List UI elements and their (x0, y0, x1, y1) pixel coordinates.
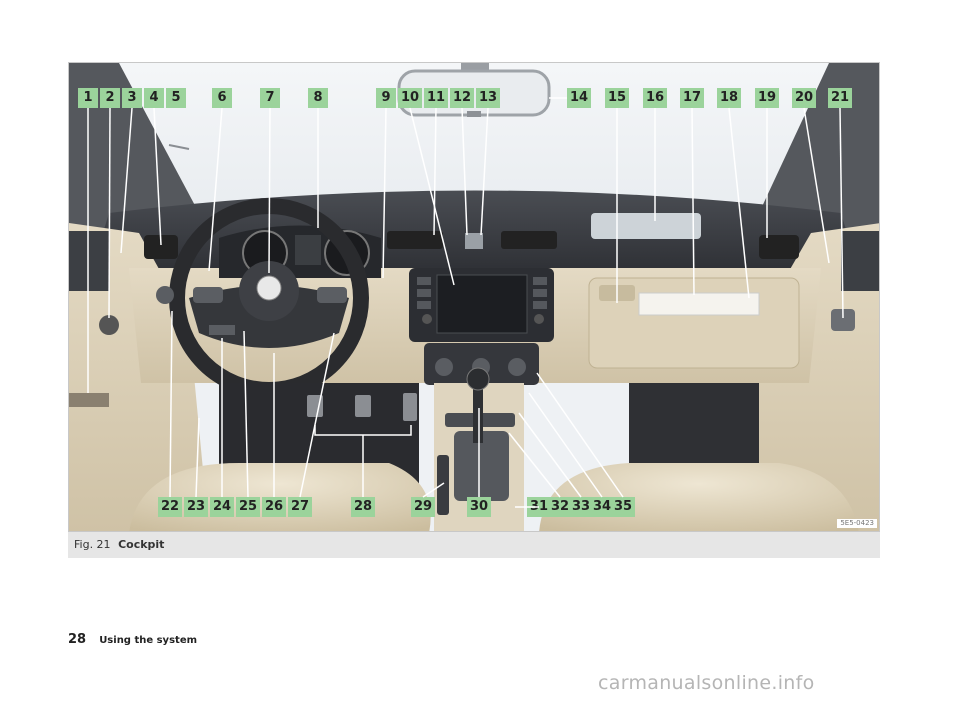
callout-27: 27 (288, 497, 312, 517)
accelerator-pedal (403, 393, 417, 421)
callout-29: 29 (411, 497, 435, 517)
callout-21: 21 (828, 88, 852, 108)
figure-title: Cockpit (118, 538, 165, 551)
callout-18: 18 (717, 88, 741, 108)
brake-pedal (355, 395, 371, 417)
center-vent-left (387, 231, 443, 249)
callout-20: 20 (792, 88, 816, 108)
page-number: 28 (68, 632, 87, 647)
callout-5: 5 (166, 88, 186, 108)
callout-8: 8 (308, 88, 328, 108)
callout-14: 14 (567, 88, 591, 108)
callout-35: 35 (611, 497, 635, 517)
callout-28: 28 (351, 497, 375, 517)
right-vent (759, 235, 799, 259)
infotainment-screen (436, 274, 528, 334)
callout-30: 30 (467, 497, 491, 517)
section-title: Using the system (99, 635, 198, 646)
leader-lines (87, 97, 844, 508)
hazard-switch (465, 233, 483, 249)
callout-2: 2 (100, 88, 120, 108)
callout-24: 24 (210, 497, 234, 517)
callout-6: 6 (212, 88, 232, 108)
callout-15: 15 (605, 88, 629, 108)
gear-stick (473, 383, 483, 443)
right-a-pillar (759, 63, 879, 253)
callout-3: 3 (122, 88, 142, 108)
figure-caption: Fig. 21 Cockpit (68, 532, 880, 558)
callout-33: 33 (569, 497, 593, 517)
callout-19: 19 (755, 88, 779, 108)
callout-1: 1 (78, 88, 98, 108)
callout-22: 22 (158, 497, 182, 517)
callout-26: 26 (262, 497, 286, 517)
page-footer: 28 Using the system (68, 628, 197, 648)
callout-32: 32 (548, 497, 572, 517)
callout-17: 17 (680, 88, 704, 108)
callout-11: 11 (424, 88, 448, 108)
callout-25: 25 (236, 497, 260, 517)
callout-9: 9 (376, 88, 396, 108)
callout-16: 16 (643, 88, 667, 108)
callout-23: 23 (184, 497, 208, 517)
callout-10: 10 (398, 88, 422, 108)
watermark-link[interactable]: carmanualsonline.info (598, 672, 815, 694)
callout-34: 34 (590, 497, 614, 517)
left-vent (144, 235, 178, 259)
clutch-pedal (307, 395, 323, 417)
callout-13: 13 (476, 88, 500, 108)
cockpit-illustration (69, 63, 879, 531)
left-a-pillar (69, 63, 199, 253)
callout-7: 7 (260, 88, 280, 108)
cockpit-figure: 1 2 3 4 5 6 7 8 9 10 11 12 13 14 15 16 1… (68, 62, 880, 532)
image-code: 5E5-0423 (837, 519, 877, 528)
handbrake (437, 455, 449, 515)
callout-12: 12 (450, 88, 474, 108)
callout-4: 4 (144, 88, 164, 108)
center-vent-right (501, 231, 557, 249)
figure-number: Fig. 21 (74, 538, 111, 551)
